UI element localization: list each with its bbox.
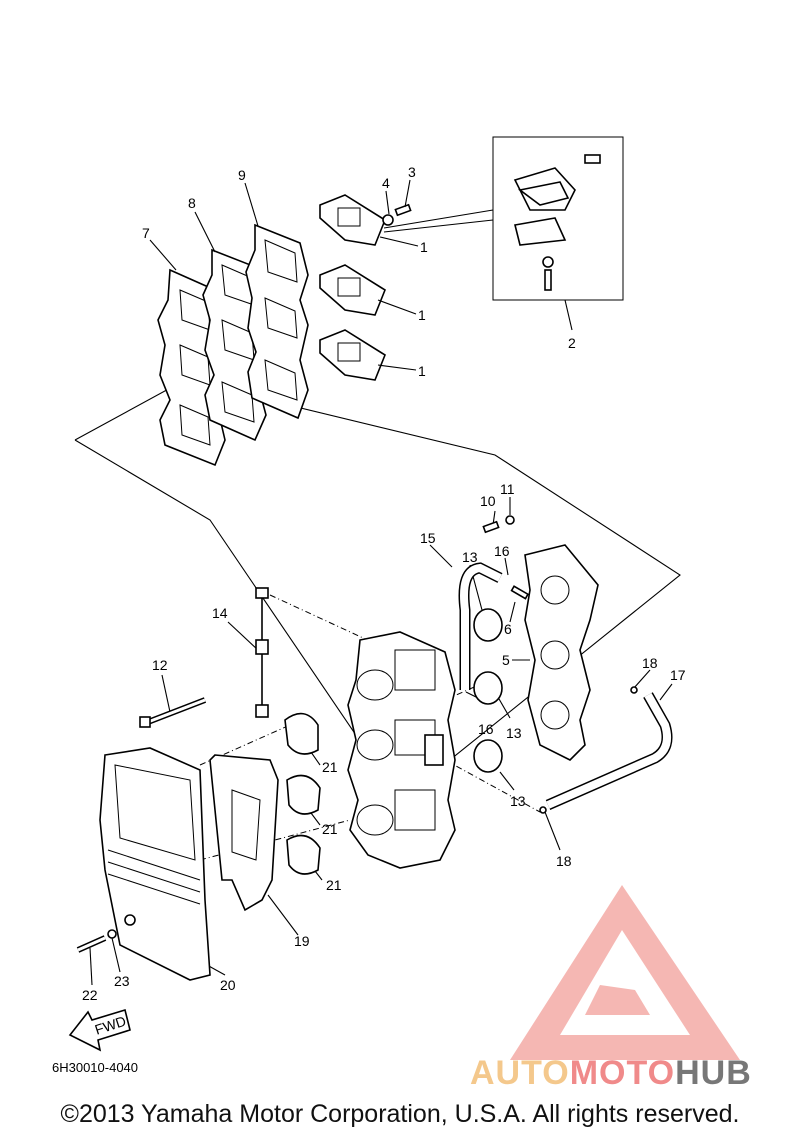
detail-box	[383, 136, 624, 331]
intake-manifold	[482, 515, 599, 761]
callout-8: 8	[188, 195, 196, 211]
callout-1c: 1	[418, 363, 426, 379]
watermark-brand: AUTOMOTOHUB	[470, 1054, 752, 1093]
watermark-logo	[510, 885, 740, 1060]
copyright-notice: ©2013 Yamaha Motor Corporation, U.S.A. A…	[60, 1100, 740, 1128]
reed-valve-1b	[319, 264, 386, 316]
callout-17: 17	[670, 667, 686, 683]
carburetor-assembly	[347, 631, 456, 869]
link-rod-14	[255, 587, 269, 718]
callout-9: 9	[238, 167, 246, 183]
callout-4: 4	[382, 175, 390, 191]
callout-labels: 1 1 1 2 3 4 5 6 7 8 9 10 11 12 13 13 13 …	[82, 164, 686, 1003]
callout-2: 2	[568, 335, 576, 351]
callout-3: 3	[408, 164, 416, 180]
reed-valve-1a	[319, 194, 386, 246]
hose-17	[539, 686, 673, 814]
fwd-arrow: FWD	[68, 1008, 131, 1052]
callout-21b: 21	[322, 821, 338, 837]
o-rings	[473, 608, 503, 773]
gasket-9	[245, 223, 309, 420]
callout-21a: 21	[322, 759, 338, 775]
callout-12: 12	[152, 657, 168, 673]
callout-5: 5	[502, 652, 510, 668]
callout-18a: 18	[642, 655, 658, 671]
callout-21c: 21	[326, 877, 342, 893]
silencer-cover-20	[99, 747, 211, 981]
callout-15: 15	[420, 530, 436, 546]
callout-22: 22	[82, 987, 98, 1003]
callout-13c: 13	[510, 793, 526, 809]
gaskets-21	[284, 712, 321, 875]
callout-1b: 1	[418, 307, 426, 323]
callout-13b: 13	[506, 725, 522, 741]
brand-part-3: HUB	[675, 1054, 752, 1092]
callout-7: 7	[142, 225, 150, 241]
callout-19: 19	[294, 933, 310, 949]
callout-10: 10	[480, 493, 496, 509]
brand-part-2: MOTO	[569, 1054, 676, 1092]
hose-15	[458, 562, 503, 690]
callout-23: 23	[114, 973, 130, 989]
drawing-code: 6H30010-4040	[52, 1060, 139, 1075]
reed-screws	[382, 203, 412, 226]
callout-1a: 1	[420, 239, 428, 255]
callout-14: 14	[212, 605, 228, 621]
reed-valve-1c	[319, 329, 386, 381]
bracket-19	[209, 754, 279, 912]
callout-6: 6	[504, 621, 512, 637]
callout-20: 20	[220, 977, 236, 993]
callout-16b: 16	[478, 721, 494, 737]
callout-13a: 13	[462, 549, 478, 565]
bolt-12	[139, 697, 207, 728]
screw-22	[76, 929, 117, 953]
brand-part-1: AUTO	[470, 1054, 570, 1092]
callout-18b: 18	[556, 853, 572, 869]
callout-16a: 16	[494, 543, 510, 559]
callout-11: 11	[500, 481, 515, 497]
